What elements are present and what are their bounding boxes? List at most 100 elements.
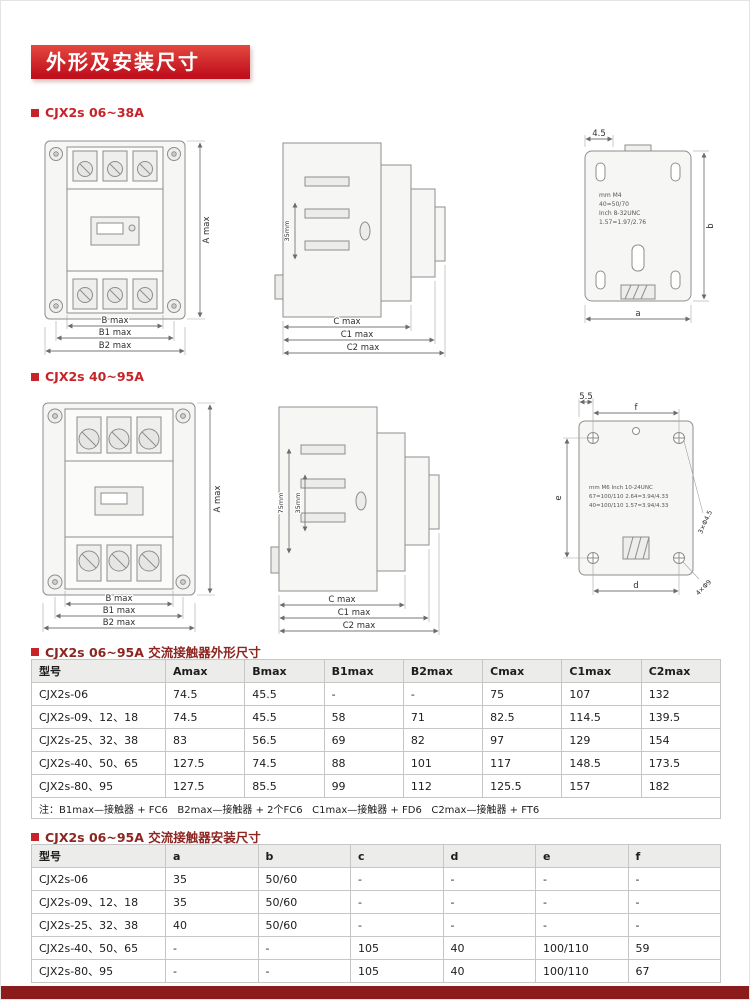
- table-cell: 35: [165, 867, 259, 891]
- table-cell: 56.5: [244, 728, 325, 752]
- table-cell: 127.5: [164, 774, 246, 798]
- table-cell: 88: [323, 751, 404, 775]
- side-view-06-38: 35mm C max C1 max C2 max: [253, 125, 468, 357]
- table-cell: 45.5: [244, 682, 325, 706]
- spec-line-2: 40=50/70: [599, 201, 629, 208]
- table-cell: 105: [350, 959, 444, 983]
- table-row: CJX2s-06 74.5 45.5 - - 75 107 132: [31, 682, 722, 706]
- column-header: Amax: [164, 659, 246, 683]
- dimension-5-5: 5.5: [578, 391, 594, 432]
- table-cell: -: [535, 890, 629, 914]
- section-title: CJX2s 06~38A: [45, 105, 144, 120]
- table-row: CJX2s-40、50、65 - - 105 40 100/110 59: [31, 936, 721, 960]
- table-cell: 67: [627, 959, 721, 983]
- dimension-a-max: A max: [187, 140, 213, 320]
- table-cell: 71: [402, 705, 484, 729]
- table-cell: 83: [164, 728, 246, 752]
- dim-label-c2-max: C2 max: [347, 343, 380, 353]
- dimension-c-group: C max C1 max C2 max: [282, 265, 446, 357]
- outline-dimensions-table: 型号 Amax Bmax B1max B2max Cmax C1max C2ma…: [31, 659, 722, 819]
- table-cell: 85.5: [244, 774, 325, 798]
- front-view-06-38: A max B max B1 max B2 max: [31, 125, 231, 357]
- contactor-front-body: [44, 140, 186, 320]
- table-cell: 74.5: [244, 751, 325, 775]
- table-cell: CJX2s-06: [31, 867, 166, 891]
- page-title-banner: 外形及安装尺寸: [31, 45, 250, 79]
- install-dimensions-table-wrap: 型号 a b c d e f CJX2s-06 35 50/60 - - -: [31, 844, 721, 983]
- spec-line-1: mm M4: [599, 192, 622, 199]
- column-header: B2max: [402, 659, 484, 683]
- table-cell: -: [323, 682, 404, 706]
- dim-label-c-max: C max: [333, 317, 360, 327]
- table-cell: CJX2s-80、95: [31, 774, 166, 798]
- table-cell: 58: [323, 705, 404, 729]
- table-title: CJX2s 06~95A 交流接触器外形尺寸: [45, 645, 261, 660]
- spec-line-3: Inch 8-32UNC: [599, 210, 640, 217]
- table-cell: 107: [561, 682, 642, 706]
- dim-label-75mm: 75mm: [277, 493, 285, 514]
- dimension-a: a: [584, 305, 692, 323]
- column-header: Bmax: [244, 659, 325, 683]
- dimension-f: f: [593, 402, 680, 432]
- dim-label-b2-max: B2 max: [103, 618, 135, 628]
- table-row: CJX2s-80、95 - - 105 40 100/110 67: [31, 959, 721, 983]
- table-cell: CJX2s-40、50、65: [31, 936, 166, 960]
- table-cell: 50/60: [257, 890, 351, 914]
- table-cell: 129: [561, 728, 642, 752]
- section-heading-06-38: CJX2s 06~38A: [31, 105, 144, 120]
- table-cell: 74.5: [164, 682, 246, 706]
- dim-label-b-max: B max: [101, 316, 128, 326]
- front-view-40-95: A max B max B1 max B2 max: [31, 389, 236, 634]
- column-header: B1max: [323, 659, 404, 683]
- dimension-c-group: C max C1 max C2 max: [278, 533, 440, 635]
- table-header-row: 型号 a b c d e f: [31, 844, 721, 868]
- table-header-row: 型号 Amax Bmax B1max B2max Cmax C1max C2ma…: [31, 659, 722, 683]
- table-cell: 125.5: [482, 774, 563, 798]
- table-cell: 40: [442, 959, 536, 983]
- column-header: 型号: [31, 844, 166, 868]
- spec-line-4: 1.57=1.97/2.76: [599, 219, 646, 226]
- callout-3xphi4-5: 3×Φ4.5: [696, 509, 714, 535]
- table-cell: 50/60: [257, 913, 351, 937]
- table-row: CJX2s-09、12、18 74.5 45.5 58 71 82.5 114.…: [31, 705, 722, 729]
- outline-table-heading: CJX2s 06~95A 交流接触器外形尺寸: [31, 642, 261, 661]
- dim-label-35mm: 35mm: [283, 221, 291, 242]
- dim-label-5-5: 5.5: [579, 392, 593, 402]
- spec-line-1: mm M6 Inch 10-24UNC: [589, 485, 653, 491]
- column-header: b: [257, 844, 351, 868]
- table-title: CJX2s 06~95A 交流接触器安装尺寸: [45, 830, 261, 845]
- table-cell: 139.5: [640, 705, 722, 729]
- column-header: C1max: [561, 659, 642, 683]
- table-cell: 100/110: [535, 936, 629, 960]
- table-cell: 157: [561, 774, 642, 798]
- rear-view-40-95: mm M6 Inch 10-24UNC 67=100/110 2.64=3.94…: [553, 391, 728, 626]
- rear-view-06-38: mm M4 40=50/70 Inch 8-32UNC 1.57=1.97/2.…: [569, 127, 719, 337]
- table-cell: CJX2s-25、32、38: [31, 728, 166, 752]
- red-square-bullet: [31, 108, 39, 117]
- table-cell: 40: [442, 936, 536, 960]
- dimension-b-group: B max B1 max B2 max: [42, 591, 196, 632]
- dimension-a-max: A max: [197, 402, 224, 596]
- dimension-b: b: [693, 150, 717, 302]
- table-cell: 82: [402, 728, 484, 752]
- dim-label-d: d: [633, 581, 638, 591]
- table-cell: 35: [165, 890, 259, 914]
- dim-label-a-max: A max: [202, 216, 212, 243]
- table-cell: 40: [165, 913, 259, 937]
- thread-spec-text: mm M6 Inch 10-24UNC 67=100/110 2.64=3.94…: [589, 485, 669, 509]
- table-cell: 105: [350, 936, 444, 960]
- red-square-bullet: [31, 832, 39, 841]
- column-header: 型号: [31, 659, 166, 683]
- contactor-front-body: [42, 402, 196, 596]
- table-cell: 148.5: [561, 751, 642, 775]
- table-cell: 127.5: [164, 751, 246, 775]
- table-cell: -: [350, 913, 444, 937]
- table-row: CJX2s-80、95 127.5 85.5 99 112 125.5 157 …: [31, 774, 722, 798]
- section-heading-40-95: CJX2s 40~95A: [31, 369, 144, 384]
- dim-label-35mm: 35mm: [294, 493, 302, 514]
- table-row: CJX2s-25、32、38 83 56.5 69 82 97 129 154: [31, 728, 722, 752]
- column-header: e: [535, 844, 629, 868]
- dimension-rail-75mm: 75mm: [276, 448, 292, 554]
- table-cell: 112: [402, 774, 484, 798]
